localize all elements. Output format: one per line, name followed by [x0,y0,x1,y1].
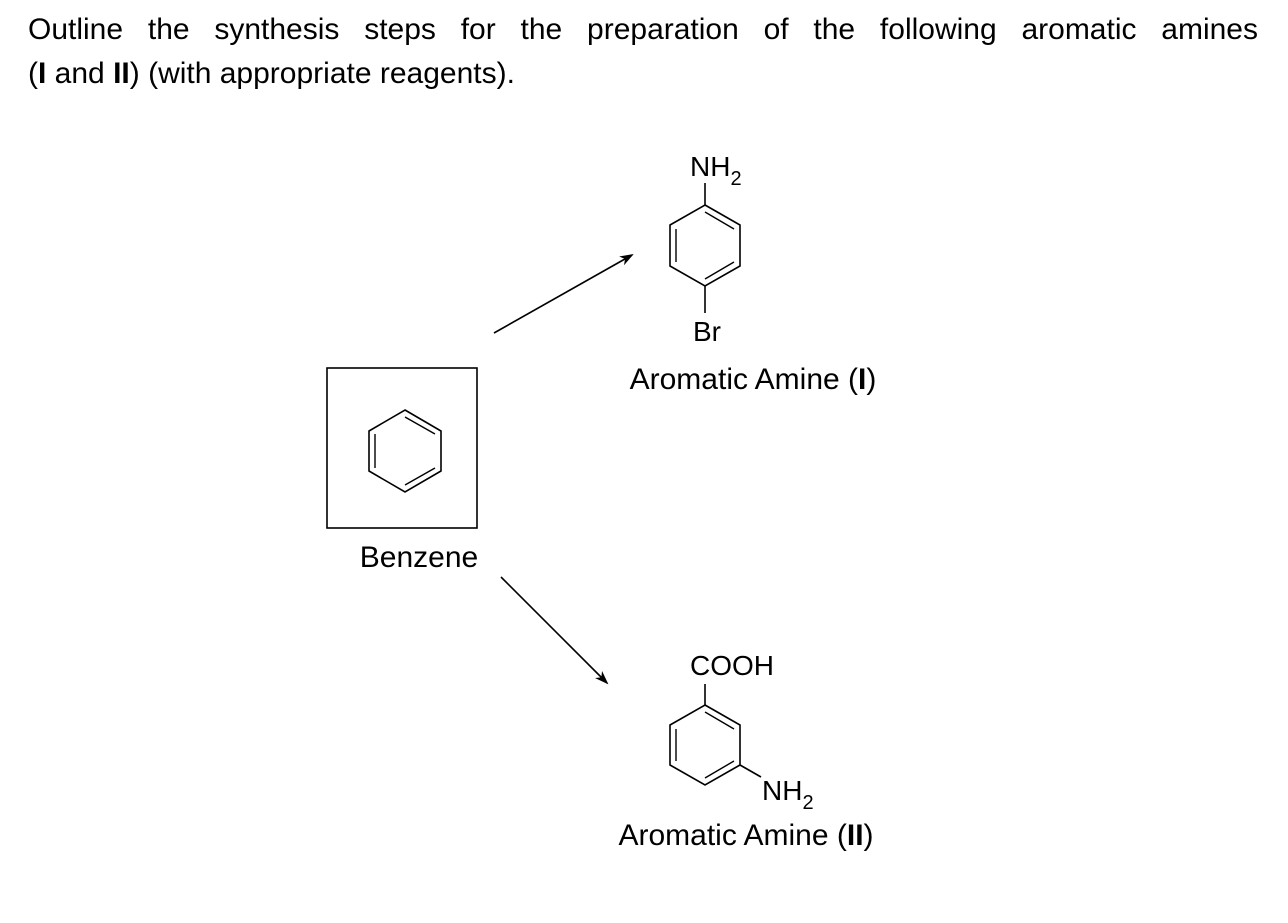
amine-1-br-label: Br [693,316,721,347]
amine-1-double-bond [704,211,735,230]
arrow-to-amine-2 [500,576,609,685]
benzene-box [326,367,478,529]
question-and: and [46,57,114,90]
amine-2-caption-close: ) [864,819,874,852]
benzene-double-bond [404,416,436,435]
amine-2-double-bond [704,711,735,730]
amine-2-caption: Aromatic Amine (II) [618,819,873,852]
amine-1-double-bond [704,261,735,280]
amine-2-nh2-label: NH2 [762,775,814,814]
amine-1-nh-text: NH [690,151,730,182]
question-line-1: Outline the synthesis steps for the prep… [28,13,1258,46]
benzene-ring [368,409,442,493]
benzene-structure: Benzene [326,367,478,574]
arrow-to-amine-1 [493,254,634,334]
amine-1-nh2-label: NH2 [690,151,742,190]
amine-2-double-bond [704,760,735,779]
amine-2-structure: COOH NH2 Aromatic Amine (II) [618,650,873,852]
amine-2-ring [669,704,741,786]
question-paren-close: ) (with appropriate reagents). [129,57,515,90]
question-roman-2: II [113,57,130,90]
amine-1-structure: NH2 Br Aromatic Amine (I) [630,151,877,396]
benzene-double-bond [404,467,436,486]
amine-2-caption-text: Aromatic Amine ( [618,819,846,852]
amine-2-nh-text: NH [762,775,802,806]
amine-1-caption-close: ) [866,363,876,396]
amine-2-meta-bond [739,764,762,778]
amine-1-caption-text: Aromatic Amine ( [630,363,858,396]
benzene-label: Benzene [360,541,478,574]
question-roman-1: I [38,57,47,90]
amine-1-numeral: I [858,363,866,396]
amine-2-numeral: II [847,819,864,852]
question-text: Outline the synthesis steps for the prep… [28,8,1258,96]
amine-2-cooh-label: COOH [690,650,774,681]
amine-1-caption: Aromatic Amine (I) [630,363,877,396]
amine-2-nh2-subscript: 2 [802,792,813,814]
amine-1-ring [669,204,741,287]
question-line-2: (I and II) (with appropriate reagents). [28,52,1258,96]
amine-1-nh2-subscript: 2 [730,168,741,190]
question-paren-open: ( [28,57,38,90]
